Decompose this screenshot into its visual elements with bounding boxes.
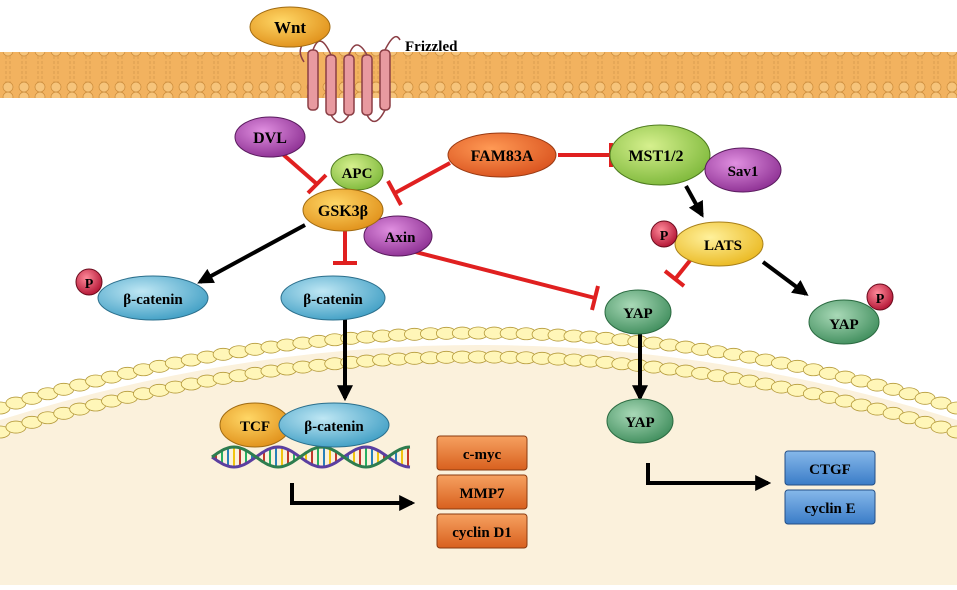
wnt-node [249, 6, 331, 48]
axin-label: Axin [385, 230, 417, 246]
sav1-node [704, 147, 782, 193]
dvl-label: DVL [253, 130, 287, 147]
nuclear-envelope-lipid [946, 401, 957, 415]
p-yap-node [808, 299, 880, 345]
dna-helix [211, 445, 411, 469]
gsk3b-inhibits-yap [399, 246, 596, 300]
p-beta-catenin-node [97, 275, 209, 321]
gsk3b-label: GSK3β [318, 203, 368, 220]
target-label-cyclin-d1: cyclin D1 [452, 525, 512, 541]
nuclear-envelope [0, 326, 957, 439]
wnt-target-genes: c-myc MMP7 cyclin D1 [436, 435, 528, 549]
frizzled-receptor [299, 35, 401, 124]
mst12-node [609, 124, 711, 186]
lats-phospho-badge [650, 220, 678, 248]
target-box-mmp7 [436, 474, 528, 510]
yap-cytoplasm-label: YAP [623, 306, 652, 322]
target-label-cyclin-e: cyclin E [804, 501, 855, 517]
fam83a-inhibits-destruction-complex [394, 161, 451, 195]
wnt-label: Wnt [274, 18, 306, 37]
gsk3b-node [302, 188, 384, 232]
dna-strand [211, 445, 411, 469]
p-beta-catenin-label: β-catenin [123, 292, 183, 308]
beta-catenin-node [280, 275, 386, 321]
lats-to-p-yap-arrow [761, 260, 809, 296]
nuclear-envelope-lipid [946, 425, 957, 439]
wnt-transcription-arrow [290, 483, 416, 511]
plasma-membrane [0, 52, 957, 98]
target-label-mmp7: MMP7 [460, 486, 505, 502]
beta-catenin-phospho-badge [75, 268, 103, 296]
yap-phospho-label: P [876, 292, 885, 307]
axin-node [363, 215, 433, 257]
lats-phospho-label: P [660, 229, 669, 244]
yap-cytoplasm-node [604, 289, 672, 335]
beta-catenin-label: β-catenin [303, 292, 363, 308]
gsk3b-to-p-beta-catenin-arrow [197, 223, 306, 284]
beta-catenin-nuclear-label: β-catenin [304, 419, 364, 435]
dna-strand [211, 445, 411, 469]
hippo-transcription-arrow [646, 463, 772, 491]
target-box-cyclin-e [784, 489, 876, 525]
tcf-label: TCF [240, 419, 270, 435]
p-yap-label: YAP [829, 317, 858, 333]
apc-label: APC [342, 166, 373, 182]
sav1-label: Sav1 [728, 164, 759, 180]
frizzled-label: Frizzled [405, 39, 458, 55]
target-box-ctgf [784, 450, 876, 486]
target-label-c-myc: c-myc [463, 447, 502, 463]
target-box-c-myc [436, 435, 528, 471]
hippo-target-genes: CTGF cyclin E [784, 450, 876, 525]
mst-to-lats-arrow [684, 185, 704, 218]
target-box-cyclin-d1 [436, 513, 528, 549]
mst12-label: MST1/2 [628, 148, 683, 165]
beta-catenin-nuclear-node [278, 402, 390, 448]
dvl-inhibits-gsk3b [276, 148, 320, 187]
yap-phospho-badge [866, 283, 894, 311]
lats-label: LATS [704, 238, 742, 254]
lats-inhibits-yap [674, 256, 694, 280]
yap-nuclear-label: YAP [625, 415, 654, 431]
dvl-node [234, 116, 306, 158]
fam83a-label: FAM83A [471, 148, 534, 165]
yap-nuclear-node [606, 398, 674, 444]
lats-node [674, 221, 764, 267]
target-label-ctgf: CTGF [809, 462, 851, 478]
fam83a-node [447, 132, 557, 178]
beta-catenin-phospho-label: P [85, 277, 94, 292]
